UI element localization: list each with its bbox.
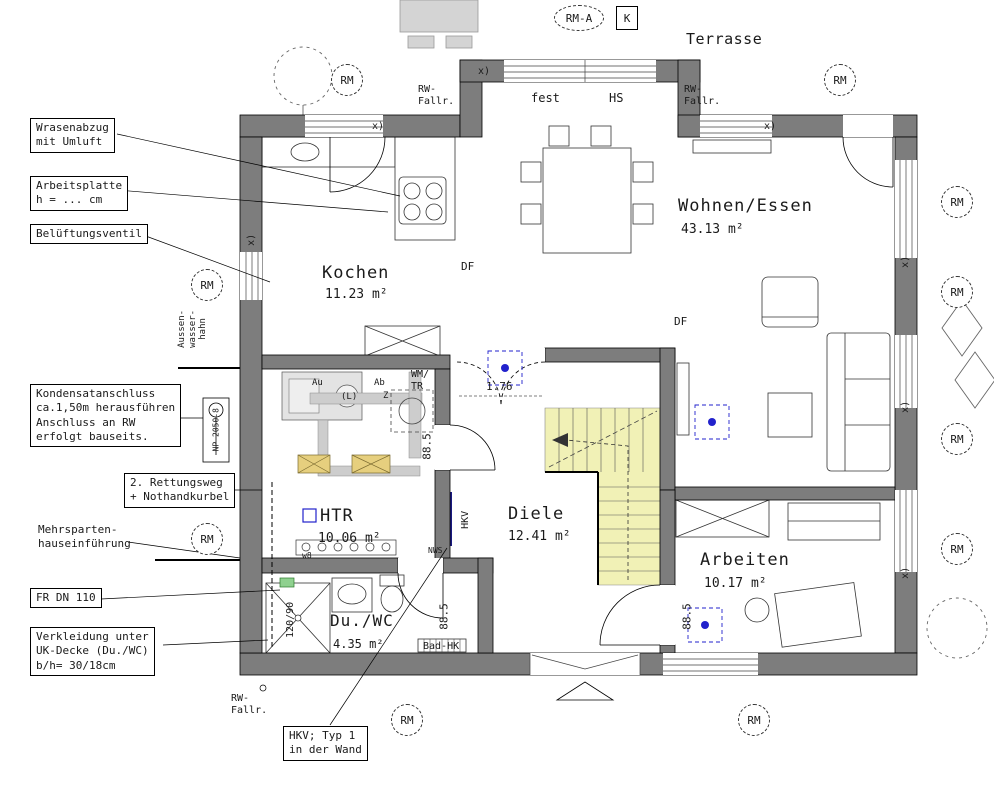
furniture: [261, 125, 891, 654]
label-bad-hk: Bad-HK: [423, 641, 460, 652]
label-z: Z: [383, 391, 389, 401]
staircase: [544, 407, 661, 586]
outdoor-furniture: [399, 0, 479, 49]
smoke-detector-symbol: RM: [941, 186, 973, 218]
room-label-htr: HTR: [320, 506, 354, 526]
label-np-downpipe: NP 2050-8: [211, 408, 221, 452]
room-label-kochen: Kochen: [322, 263, 390, 283]
callout-kondensatanschluss: Kondensatanschluss ca.1,50m herausführen…: [30, 384, 182, 448]
label-hkv: HKV: [460, 510, 472, 529]
smoke-detector-a-symbol: RM-A: [554, 5, 604, 31]
window-x-marker: x): [900, 255, 912, 268]
service-lines: [155, 367, 615, 701]
rw-downpipe-label: RW- Fallr.: [231, 693, 268, 716]
df-marker: DF: [461, 260, 475, 273]
smoke-detector-symbol: RM: [824, 64, 856, 96]
room-label-wohnen-essen: Wohnen/Essen: [678, 196, 813, 216]
window-x-marker: x): [246, 233, 258, 246]
smoke-detector-symbol: RM: [191, 523, 223, 555]
smoke-detector-symbol: RM: [941, 276, 973, 308]
label-l: (L): [341, 392, 358, 402]
label-nws: NWS: [428, 546, 443, 555]
label-aussenwasserhahn: Aussen- wasser- hahn: [177, 309, 209, 348]
smoke-detector-symbol: RM: [391, 704, 423, 736]
label-ab: Ab: [374, 378, 385, 388]
label-w8: w8: [302, 551, 312, 560]
dim-885: 88.5: [420, 433, 434, 460]
smoke-detector-symbol: RM: [941, 423, 973, 455]
callout-fr-dn110: FR DN 110: [30, 588, 102, 609]
room-area-kochen: 11.23 m²: [325, 287, 388, 302]
smoke-detector-symbol: RM: [191, 269, 223, 301]
window-x-marker: x): [372, 121, 385, 132]
callout-belueftungsventil: Belüftungsventil: [30, 224, 148, 245]
dim-885: 88.5: [437, 603, 451, 630]
window-x-marker: x): [900, 566, 912, 579]
window-x-marker: x): [900, 400, 912, 413]
room-area-arbeiten: 10.17 m²: [704, 576, 767, 591]
window-x-marker: x): [478, 66, 491, 77]
smoke-detector-symbol: RM: [331, 64, 363, 96]
window-label-fest: fest: [531, 91, 560, 105]
ceiling-outlet-symbols: [487, 350, 730, 643]
dim-opening-176: 1.76: [486, 380, 513, 393]
callout-arbeitsplatte: Arbeitsplatte h = ... cm: [30, 176, 129, 211]
k-marker: K: [616, 6, 638, 30]
label-au: Au: [312, 378, 323, 388]
room-area-duwc: 4.35 m²: [333, 637, 384, 651]
rw-downpipe-label: RW- Fallr.: [684, 84, 721, 107]
smoke-detector-symbol: RM: [738, 704, 770, 736]
callout-hkv-typ1: HKV; Typ 1 in der Wand: [283, 726, 368, 761]
room-label-arbeiten: Arbeiten: [700, 550, 790, 570]
room-label-terrasse: Terrasse: [686, 30, 763, 48]
dim-shower: 120/90: [285, 601, 297, 638]
doors: [329, 136, 894, 646]
room-label-diele: Diele: [508, 504, 565, 524]
room-area-wohnen-essen: 43.13 m²: [681, 222, 744, 237]
callout-wrasenabzug: Wrasenabzug mit Umluft: [30, 118, 115, 153]
room-area-htr: 10.06 m²: [318, 531, 381, 546]
callout-verkleidung: Verkleidung unter UK-Decke (Du./WC) b/h=…: [30, 627, 155, 676]
dim-885: 88.5: [680, 603, 694, 630]
callout-rettungsweg: 2. Rettungsweg + Nothandkurbel: [124, 473, 236, 508]
smoke-detector-symbol: RM: [941, 533, 973, 565]
df-marker: DF: [674, 315, 688, 328]
room-area-diele: 12.41 m²: [508, 529, 571, 544]
window-x-marker: x): [764, 121, 777, 132]
label-wm-tr: WM/ TR: [411, 369, 430, 392]
window-label-hs: HS: [609, 91, 624, 105]
windows: [240, 60, 917, 675]
callout-mehrsparten: Mehrsparten- hauseinführung: [38, 523, 131, 551]
room-label-duwc: Du./WC: [330, 611, 394, 630]
rw-downpipe-label: RW- Fallr.: [418, 84, 455, 107]
